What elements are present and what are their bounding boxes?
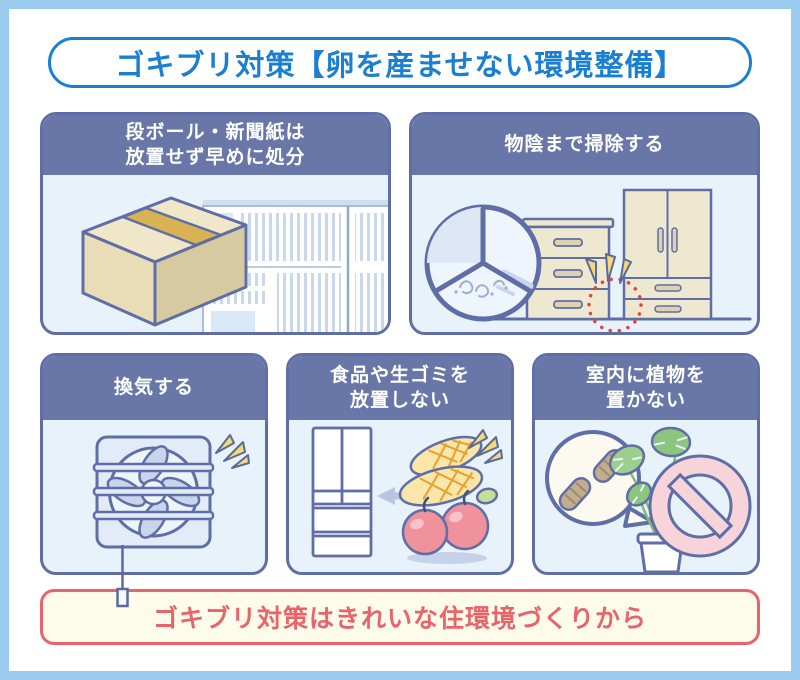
refrigerator-icon [311,426,373,558]
ventilation-fan-illustration [92,434,250,549]
fan-icon [92,435,215,549]
panel-ventilation-header: 換気する [43,356,265,420]
wardrobe-icon [622,188,713,321]
panel-ventilation: 換気する [40,353,268,575]
panel-plants-body [535,420,757,572]
panel-cleaning-body [412,175,757,332]
footer-message: ゴキブリ対策はきれいな住環境づくりから [152,605,647,633]
corner-dust-magnifier-icon [424,204,542,322]
cardboard-box-newspaper-illustration [81,196,388,332]
sparkle-icon [468,429,503,464]
panel-food-header: 食品や生ゴミを 放置しない [289,356,511,420]
panel-cleaning: 物陰まで掃除する [409,112,760,335]
footer-banner: ゴキブリ対策はきれいな住環境づくりから [40,589,760,645]
panel-plants-header: 室内に植物を 置かない [535,356,757,420]
panel-cardboard: 段ボール・新聞紙は 放置せず早めに処分 [40,112,391,335]
title-banner: ゴキブリ対策【卵を産ませない環境整備】 [48,37,752,88]
panel-cleaning-header: 物陰まで掃除する [412,115,757,175]
gap-alert-dotted-circle [587,277,643,332]
cardboard-box-icon [81,196,248,327]
prohibition-icon [648,454,752,558]
fan-pull-cord-icon [116,545,129,608]
page-title: ゴキブリ対策【卵を産ませない環境整備】 [115,49,685,82]
panel-cardboard-body [43,175,388,332]
panel-cardboard-header: 段ボール・新聞紙は 放置せず早めに処分 [43,115,388,175]
panel-food-body [289,420,511,572]
panel-food: 食品や生ゴミを 放置しない [286,353,514,575]
furniture-corner-illustration [424,188,752,332]
sparkle-icon [215,434,250,469]
panel-plants: 室内に植物を 置かない [532,353,760,575]
corn-icon [398,435,499,507]
sparkle-icon [585,253,632,284]
apples-icon [401,489,490,564]
dust-icon [459,279,505,298]
refrigerator-food-illustration [311,426,503,564]
panel-ventilation-body [43,420,265,572]
no-plants-illustration [545,426,752,572]
